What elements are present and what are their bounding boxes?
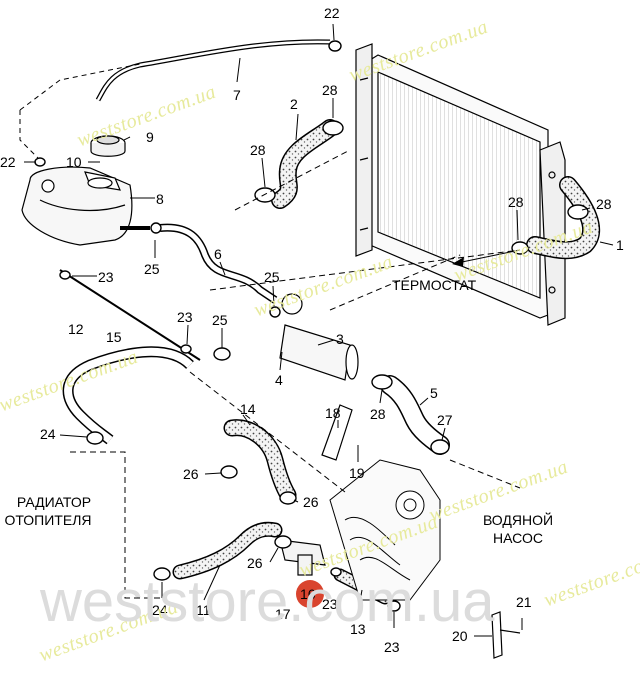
callout-10: 10 [66,154,82,170]
bracket-18 [321,404,353,461]
bracket-20 [491,611,521,659]
heater-radiator-label-line1: РАДИАТОР [16,494,92,510]
engine-block [329,459,441,601]
filler-cap [90,135,126,157]
callout-14: 14 [240,401,256,417]
clamps [34,40,589,612]
callout-23: 23 [177,309,193,325]
heater-radiator-label-line2: ОТОПИТЕЛЯ [4,511,92,528]
callout-9: 9 [146,129,154,145]
callout-27: 27 [437,412,453,428]
callout-28: 28 [508,194,524,210]
hose-1 [526,176,601,260]
callout-11: 11 [196,602,211,618]
callout-5: 5 [430,385,438,401]
callout-17: 17 [275,606,291,622]
hose-11 [172,521,283,580]
callout-22: 22 [0,154,16,170]
dashed-connections [70,149,521,599]
callout-28: 28 [370,406,386,422]
hose-7 [19,39,331,161]
callout-18: 18 [325,405,341,421]
callout-1: 1 [616,237,624,253]
callout-24: 24 [152,602,168,618]
leader-lines [24,23,614,637]
hose-2 [271,119,339,209]
water-pump-label-line1: ВОДЯНОЙ [482,512,554,528]
callout-23: 23 [98,269,114,285]
callout-22: 22 [324,5,340,21]
hose-14 [223,419,297,504]
callout-25: 25 [264,269,280,285]
callout-26: 26 [183,466,199,482]
callout-4: 4 [275,372,283,388]
hose-12 [59,269,201,445]
hose-6 [159,223,278,304]
callout-20: 20 [452,628,468,644]
callout-12: 12 [68,321,84,337]
radiator [355,43,566,326]
callout-24: 24 [40,426,56,442]
callout-16: 16 [300,586,316,602]
callout-13: 13 [350,621,366,637]
thermostat-label: ТЕРМОСТАТ [392,277,477,293]
callout-25: 25 [212,312,228,328]
water-pump-label: ВОДЯНОЙ НАСОС [468,512,568,547]
callout-19: 19 [349,465,365,481]
pipe-3 [279,293,359,381]
water-pump-label-line2: НАСОС [493,529,543,546]
callout-2: 2 [290,96,298,112]
heater-radiator-label: РАДИАТОР ОТОПИТЕЛЯ [0,494,108,529]
callout-6: 6 [214,246,222,262]
callout-23: 23 [322,596,338,612]
tee-fitting [279,539,326,576]
callout-7: 7 [233,87,241,103]
callout-3: 3 [336,331,344,347]
callout-21: 21 [516,594,532,610]
callout-25: 25 [144,261,160,277]
callout-15: 15 [106,329,122,345]
thermostat-arrow [452,249,521,267]
callout-23: 23 [384,639,400,655]
highlight-marker [296,580,324,608]
callout-28: 28 [322,82,338,98]
callout-26: 26 [247,555,263,571]
callout-26: 26 [303,494,319,510]
callout-8: 8 [156,191,164,207]
callout-28: 28 [596,196,612,212]
hose-5 [380,375,450,455]
callout-28: 28 [250,142,266,158]
expansion-tank [21,166,150,246]
